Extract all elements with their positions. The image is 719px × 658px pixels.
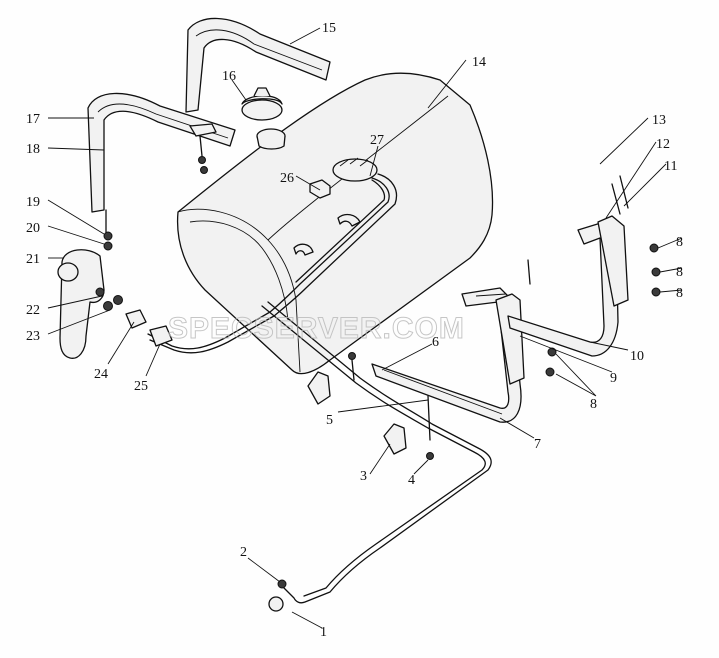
filler-cap: [241, 87, 283, 121]
callout-19: 19: [26, 195, 40, 210]
callout-1: 1: [320, 625, 327, 640]
callout-20: 20: [26, 221, 40, 236]
callout-13: 13: [652, 113, 666, 128]
line-clamps: [307, 352, 434, 460]
callout-10: 10: [630, 349, 644, 364]
callout-2: 2: [240, 545, 247, 560]
callout-labels: 1 2 3 4 5 6 7 8 8 8 8 9 10 11 12 13 14 1…: [26, 21, 683, 640]
callout-6: 6: [432, 335, 439, 350]
callout-7: 7: [534, 437, 541, 452]
callout-23: 23: [26, 329, 40, 344]
watermark-text: SPECSERVER.COM: [168, 312, 465, 345]
callout-9: 9: [610, 371, 617, 386]
callout-25: 25: [134, 379, 148, 394]
tank-straps: [87, 17, 331, 251]
fuel-lines: [147, 173, 492, 604]
callout-12: 12: [656, 137, 670, 152]
callout-5: 5: [326, 413, 333, 428]
callout-24: 24: [94, 367, 108, 382]
callout-8-lower: 8: [590, 397, 597, 412]
leader-lines: [47, 27, 683, 629]
callout-16: 16: [222, 69, 236, 84]
callout-18: 18: [26, 142, 40, 157]
callout-14: 14: [472, 55, 486, 70]
callout-15: 15: [322, 21, 336, 36]
fuel-tank: [176, 72, 494, 375]
callout-17: 17: [26, 112, 40, 127]
callout-26: 26: [280, 171, 294, 186]
callout-11: 11: [664, 159, 677, 174]
callout-8-upper: 8: [676, 235, 683, 250]
callout-4: 4: [408, 473, 415, 488]
callout-21: 21: [26, 252, 40, 267]
pipe-end: [268, 579, 287, 612]
fuel-filter: [57, 249, 173, 359]
callout-22: 22: [26, 303, 40, 318]
callout-8-bottom: 8: [676, 286, 683, 301]
callout-27: 27: [370, 133, 384, 148]
mounting-brackets: [371, 175, 661, 423]
callout-8-middle: 8: [676, 265, 683, 280]
callout-3: 3: [360, 469, 367, 484]
